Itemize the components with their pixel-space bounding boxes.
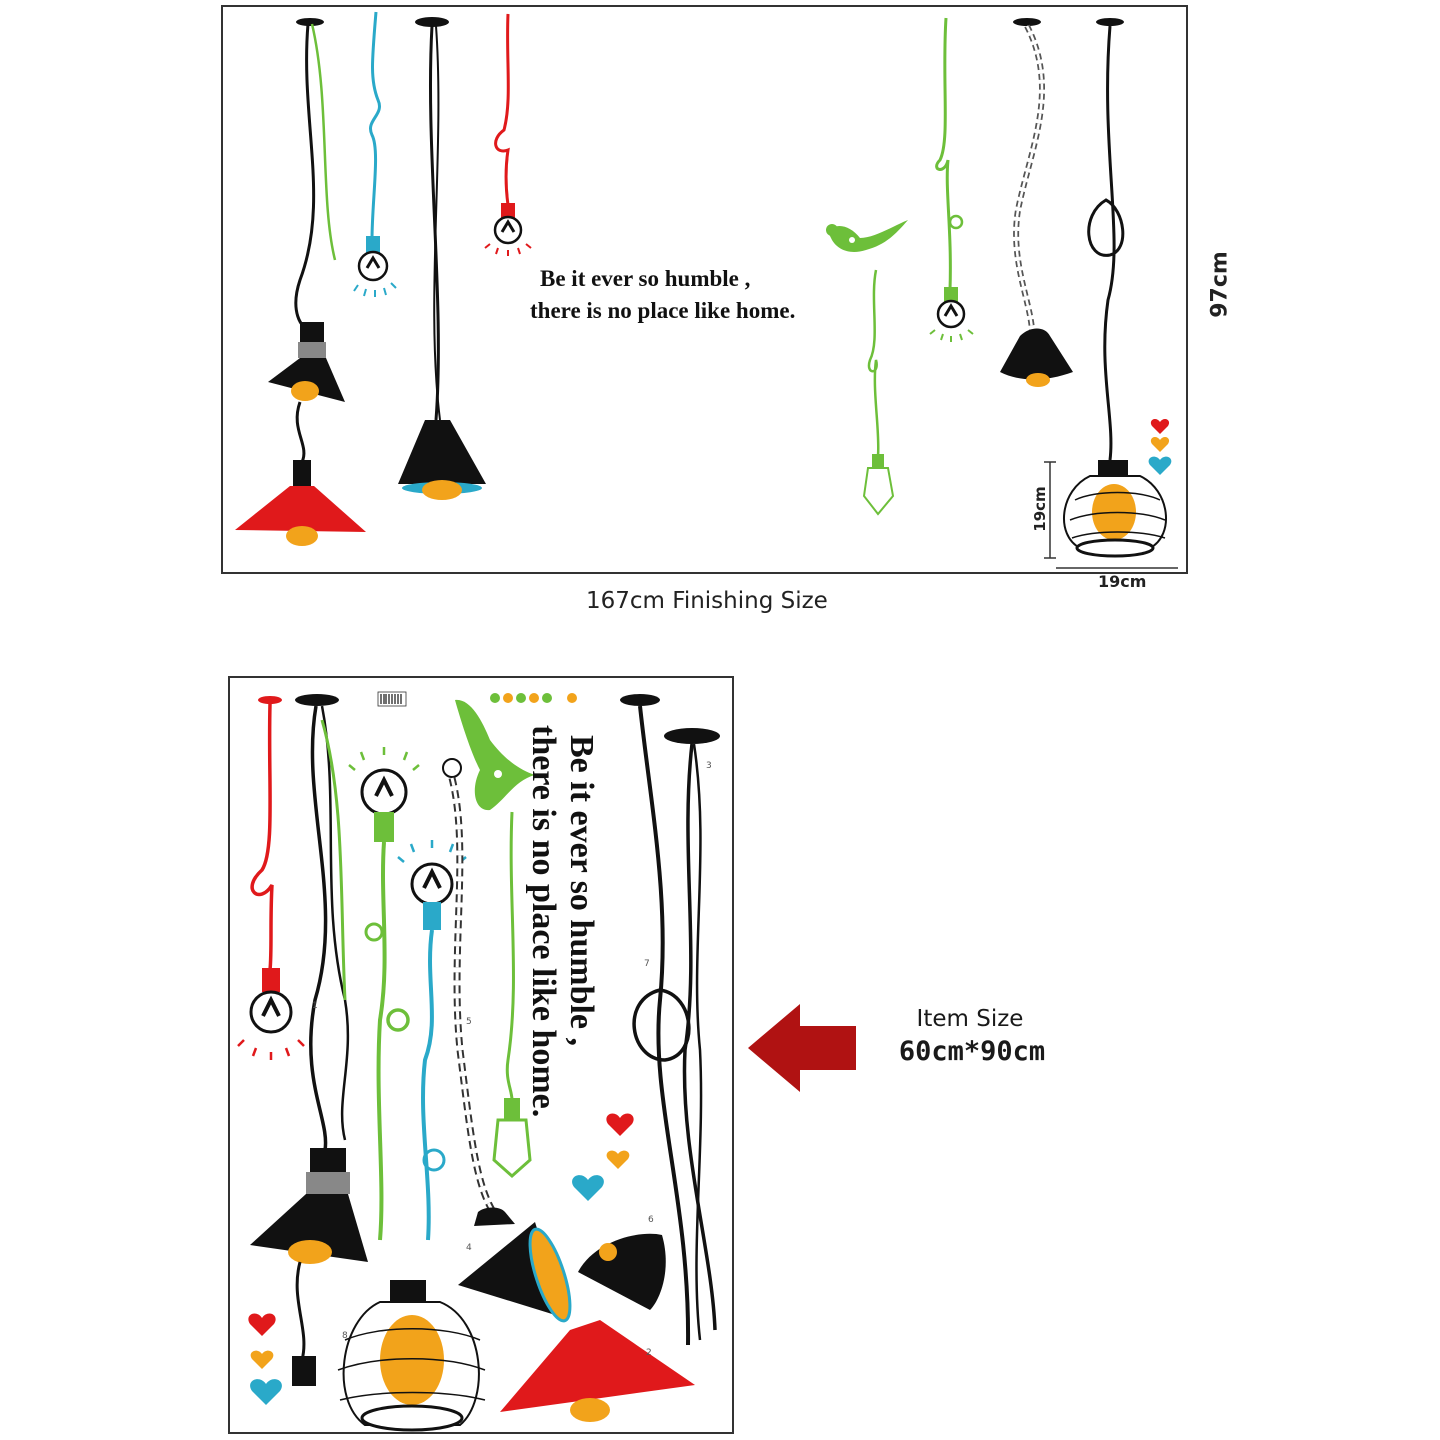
piece-number-4: 4: [466, 1243, 472, 1253]
sticker-black-shade-lamp: [250, 694, 368, 1386]
blue-bulb-lamp: [353, 11, 397, 297]
bottom-quote-line-1: Be it ever so humble ,: [563, 735, 600, 1047]
green-bulb-lamp: [929, 17, 974, 342]
piece-number-7: 7: [644, 959, 650, 969]
red-bulb-lamp: [484, 13, 532, 256]
sticker-chain: [442, 758, 515, 1226]
green-edison-bulb: [862, 269, 895, 516]
piece-number-6: 6: [648, 1215, 654, 1225]
sticker-red-bulb: [237, 696, 305, 1060]
top-preview-frame: [221, 5, 1188, 574]
piece-number-2: 2: [646, 1348, 652, 1358]
red-shade-lamp: [235, 460, 366, 546]
green-bird: [826, 220, 908, 252]
piece-number-3: 3: [706, 761, 712, 771]
item-size-label: Item Size: [916, 1006, 1024, 1032]
detail-dimension-lines: [1044, 461, 1178, 569]
piece-number-1: 1: [312, 1001, 318, 1011]
sticker-blue-bulb: [386, 840, 467, 1241]
black-shade-lamp-left: [268, 18, 345, 463]
item-size-value: 60cm*90cm: [898, 1036, 1046, 1067]
sticker-green-bulb: [348, 747, 420, 1241]
top-quote-line-2: there is no place like home.: [530, 298, 796, 323]
barcode: [377, 691, 407, 707]
item-size-arrow: [748, 1004, 856, 1092]
piece-number-8: 8: [342, 1331, 348, 1341]
finishing-size-caption: 167cm Finishing Size: [586, 588, 828, 614]
sticker-green-edison-bulb: [492, 811, 532, 1179]
sticker-dome-lamp: [578, 1233, 666, 1310]
sticker-black-cords: [620, 694, 720, 1346]
top-quote-line-1: Be it ever so humble ,: [540, 266, 751, 291]
sticker-cage-lamp: [337, 1280, 486, 1432]
top-lamps-illustration: [235, 11, 1178, 569]
chain-lamp: [1000, 18, 1073, 387]
hearts-top: [1148, 419, 1172, 475]
brand-logo: [490, 693, 577, 703]
sticker-hearts: [248, 1113, 634, 1405]
piece-number-5: 5: [466, 1017, 472, 1027]
sticker-cone-lamp: [458, 1222, 572, 1323]
detail-width-label: 19cm: [1098, 572, 1147, 591]
sticker-red-shade-lamp: [500, 1320, 695, 1422]
bottom-quote-line-2: there is no place like home.: [525, 725, 562, 1118]
cage-lamp: [1063, 18, 1167, 558]
black-cone-lamp: [398, 17, 486, 500]
sticker-green-bird: [455, 699, 535, 811]
